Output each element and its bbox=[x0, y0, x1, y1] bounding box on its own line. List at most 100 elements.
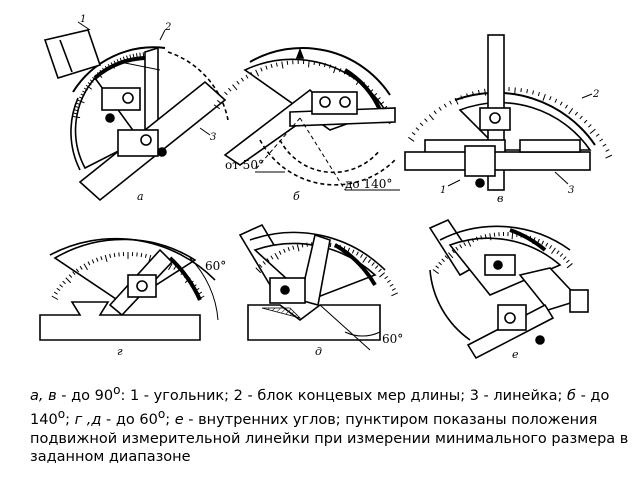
caption-panels-a-v: а, в bbox=[30, 387, 57, 404]
scale-tick bbox=[367, 259, 372, 263]
caption-degree-1: о bbox=[113, 383, 121, 397]
panel-d bbox=[238, 223, 398, 351]
scale-tick bbox=[197, 295, 205, 300]
scale-tick bbox=[362, 256, 368, 263]
panel-d-workpiece bbox=[247, 304, 381, 341]
scale-tick bbox=[532, 237, 536, 245]
scale-tick bbox=[91, 259, 95, 264]
scale-tick bbox=[270, 255, 274, 260]
goniometer-diagram: 1 2 3 а от 50° до 140° б bbox=[39, 14, 613, 361]
panel-a-letter: а bbox=[137, 190, 144, 203]
scale-tick bbox=[541, 240, 545, 245]
scale-tick bbox=[365, 85, 370, 90]
scale-tick bbox=[542, 93, 546, 101]
scale-tick bbox=[75, 106, 80, 109]
scale-tick bbox=[129, 54, 132, 59]
scale-tick bbox=[79, 96, 84, 100]
scale-tick bbox=[549, 96, 552, 101]
scale-tick bbox=[549, 245, 553, 250]
scale-tick bbox=[140, 253, 143, 258]
scale-tick bbox=[484, 88, 487, 96]
scale-tick bbox=[292, 245, 295, 250]
scale-tick bbox=[250, 72, 254, 77]
caption-panels-g-d: г ,д bbox=[74, 412, 102, 429]
scale-tick bbox=[318, 61, 321, 66]
panel-g-letter: г bbox=[117, 345, 123, 358]
caption-text-3: - до 140 bbox=[30, 387, 610, 429]
scale-tick bbox=[224, 91, 228, 96]
scale-tick bbox=[448, 252, 454, 259]
scale-tick bbox=[449, 100, 452, 105]
panel-a-square bbox=[43, 29, 102, 79]
scale-tick bbox=[73, 112, 78, 115]
scale-tick bbox=[135, 53, 138, 58]
panel-g-angle: 60° bbox=[205, 259, 226, 273]
scale-tick bbox=[113, 253, 116, 258]
scale-tick bbox=[602, 143, 607, 147]
scale-tick bbox=[599, 138, 604, 142]
scale-tick bbox=[511, 232, 514, 240]
scale-tick bbox=[529, 235, 532, 240]
scale-tick bbox=[59, 284, 64, 288]
scale-tick bbox=[92, 76, 96, 81]
scale-tick bbox=[334, 243, 337, 248]
scale-tick bbox=[173, 265, 177, 270]
scale-tick bbox=[236, 80, 240, 85]
scale-tick bbox=[68, 274, 73, 278]
scale-tick bbox=[574, 111, 579, 116]
panel-b-dashed-arc-outer bbox=[259, 139, 396, 186]
scale-tick bbox=[480, 235, 483, 240]
scale-tick bbox=[339, 68, 342, 73]
scale-tick bbox=[142, 52, 145, 60]
scale-tick bbox=[374, 265, 379, 269]
scale-tick bbox=[113, 60, 117, 65]
scale-tick bbox=[76, 102, 81, 106]
scale-tick bbox=[56, 287, 61, 292]
scale-tick bbox=[444, 255, 449, 259]
scale-tick bbox=[441, 258, 445, 263]
caption-degree-3: о bbox=[157, 407, 166, 422]
scale-tick bbox=[460, 95, 463, 100]
scale-tick bbox=[83, 263, 88, 271]
panel-d-angle: 60° bbox=[382, 332, 403, 346]
panel-v-label-2: 2 bbox=[592, 89, 599, 100]
scale-tick bbox=[74, 109, 79, 112]
scale-tick bbox=[72, 271, 76, 276]
scale-tick bbox=[356, 251, 359, 256]
panel-a bbox=[43, 21, 229, 202]
scale-tick bbox=[255, 267, 262, 274]
scale-tick bbox=[260, 67, 263, 72]
scale-tick bbox=[329, 64, 332, 69]
scale-tick bbox=[459, 244, 463, 249]
scale-tick bbox=[342, 246, 346, 254]
scale-tick bbox=[516, 232, 518, 237]
scale-tick bbox=[378, 268, 382, 273]
scale-tick bbox=[351, 249, 355, 254]
scale-tick bbox=[438, 106, 442, 111]
scale-tick bbox=[391, 292, 398, 297]
scale-tick bbox=[53, 291, 58, 295]
panel-v-ticks bbox=[408, 87, 613, 159]
scale-tick bbox=[559, 253, 564, 257]
scale-tick bbox=[83, 87, 88, 91]
scale-tick bbox=[520, 233, 523, 238]
caption-panel-b: б bbox=[567, 387, 576, 404]
scale-tick bbox=[192, 284, 197, 288]
scale-tick bbox=[89, 79, 94, 83]
scale-tick bbox=[489, 233, 492, 241]
scale-tick bbox=[274, 253, 279, 260]
scale-tick bbox=[471, 91, 475, 96]
scale-tick bbox=[520, 88, 522, 93]
scale-tick bbox=[348, 72, 352, 77]
scale-tick bbox=[435, 265, 440, 269]
scale-tick bbox=[466, 93, 469, 98]
panel-b-range-to: до 140° bbox=[345, 177, 392, 191]
scale-tick bbox=[79, 265, 83, 270]
scale-tick bbox=[551, 247, 556, 254]
panel-e-letter: е bbox=[512, 348, 519, 361]
scale-tick bbox=[195, 287, 200, 292]
scale-tick bbox=[122, 56, 126, 61]
scale-tick bbox=[132, 53, 135, 58]
caption-text-1: - до 90 bbox=[56, 387, 114, 404]
scale-tick bbox=[85, 84, 93, 90]
